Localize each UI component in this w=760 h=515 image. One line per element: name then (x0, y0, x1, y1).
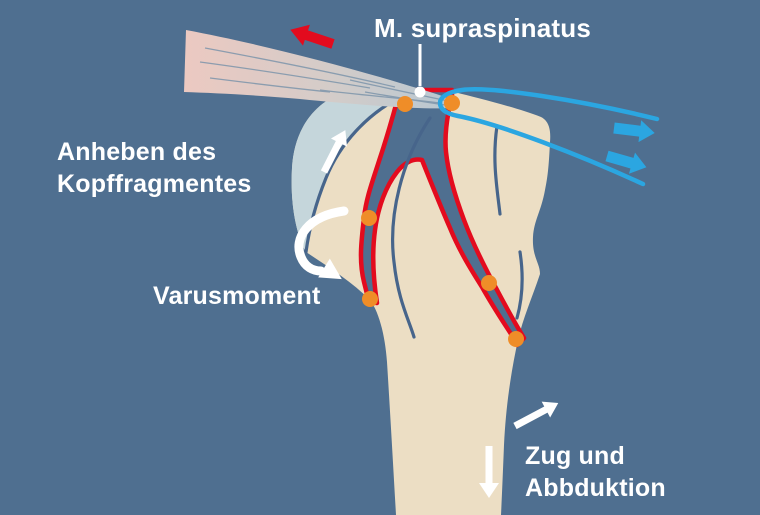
cartilage-cap (291, 90, 399, 252)
suture-loop (437, 87, 660, 187)
fracture-point (362, 291, 378, 307)
label-anheben: Anheben des Kopffragmentes (57, 138, 252, 198)
leader-line (414, 44, 426, 98)
label-supraspinatus: M. supraspinatus (374, 13, 592, 43)
fracture-point-markers (361, 95, 524, 347)
fracture-point (508, 331, 524, 347)
fracture-point (444, 95, 460, 111)
fracture-point (397, 96, 413, 112)
red-arrow-left (290, 24, 335, 49)
fracture-point (481, 275, 497, 291)
label-varusmoment: Varusmoment (153, 282, 321, 310)
cyan-arrow-upper (613, 120, 655, 143)
fracture-point (361, 210, 377, 226)
humerus-bone (291, 89, 551, 515)
bone-contour-lines (391, 116, 524, 339)
white-arrows (320, 130, 559, 498)
white-arrow-head-fragment (320, 130, 348, 174)
label-zug-abduktion: Zug und Abbduktion (525, 442, 666, 502)
white-arrow-abduction (513, 401, 559, 430)
white-arrow-down (479, 446, 499, 498)
white-curved-arrow (294, 206, 349, 280)
cyan-arrow-lower (605, 150, 647, 174)
